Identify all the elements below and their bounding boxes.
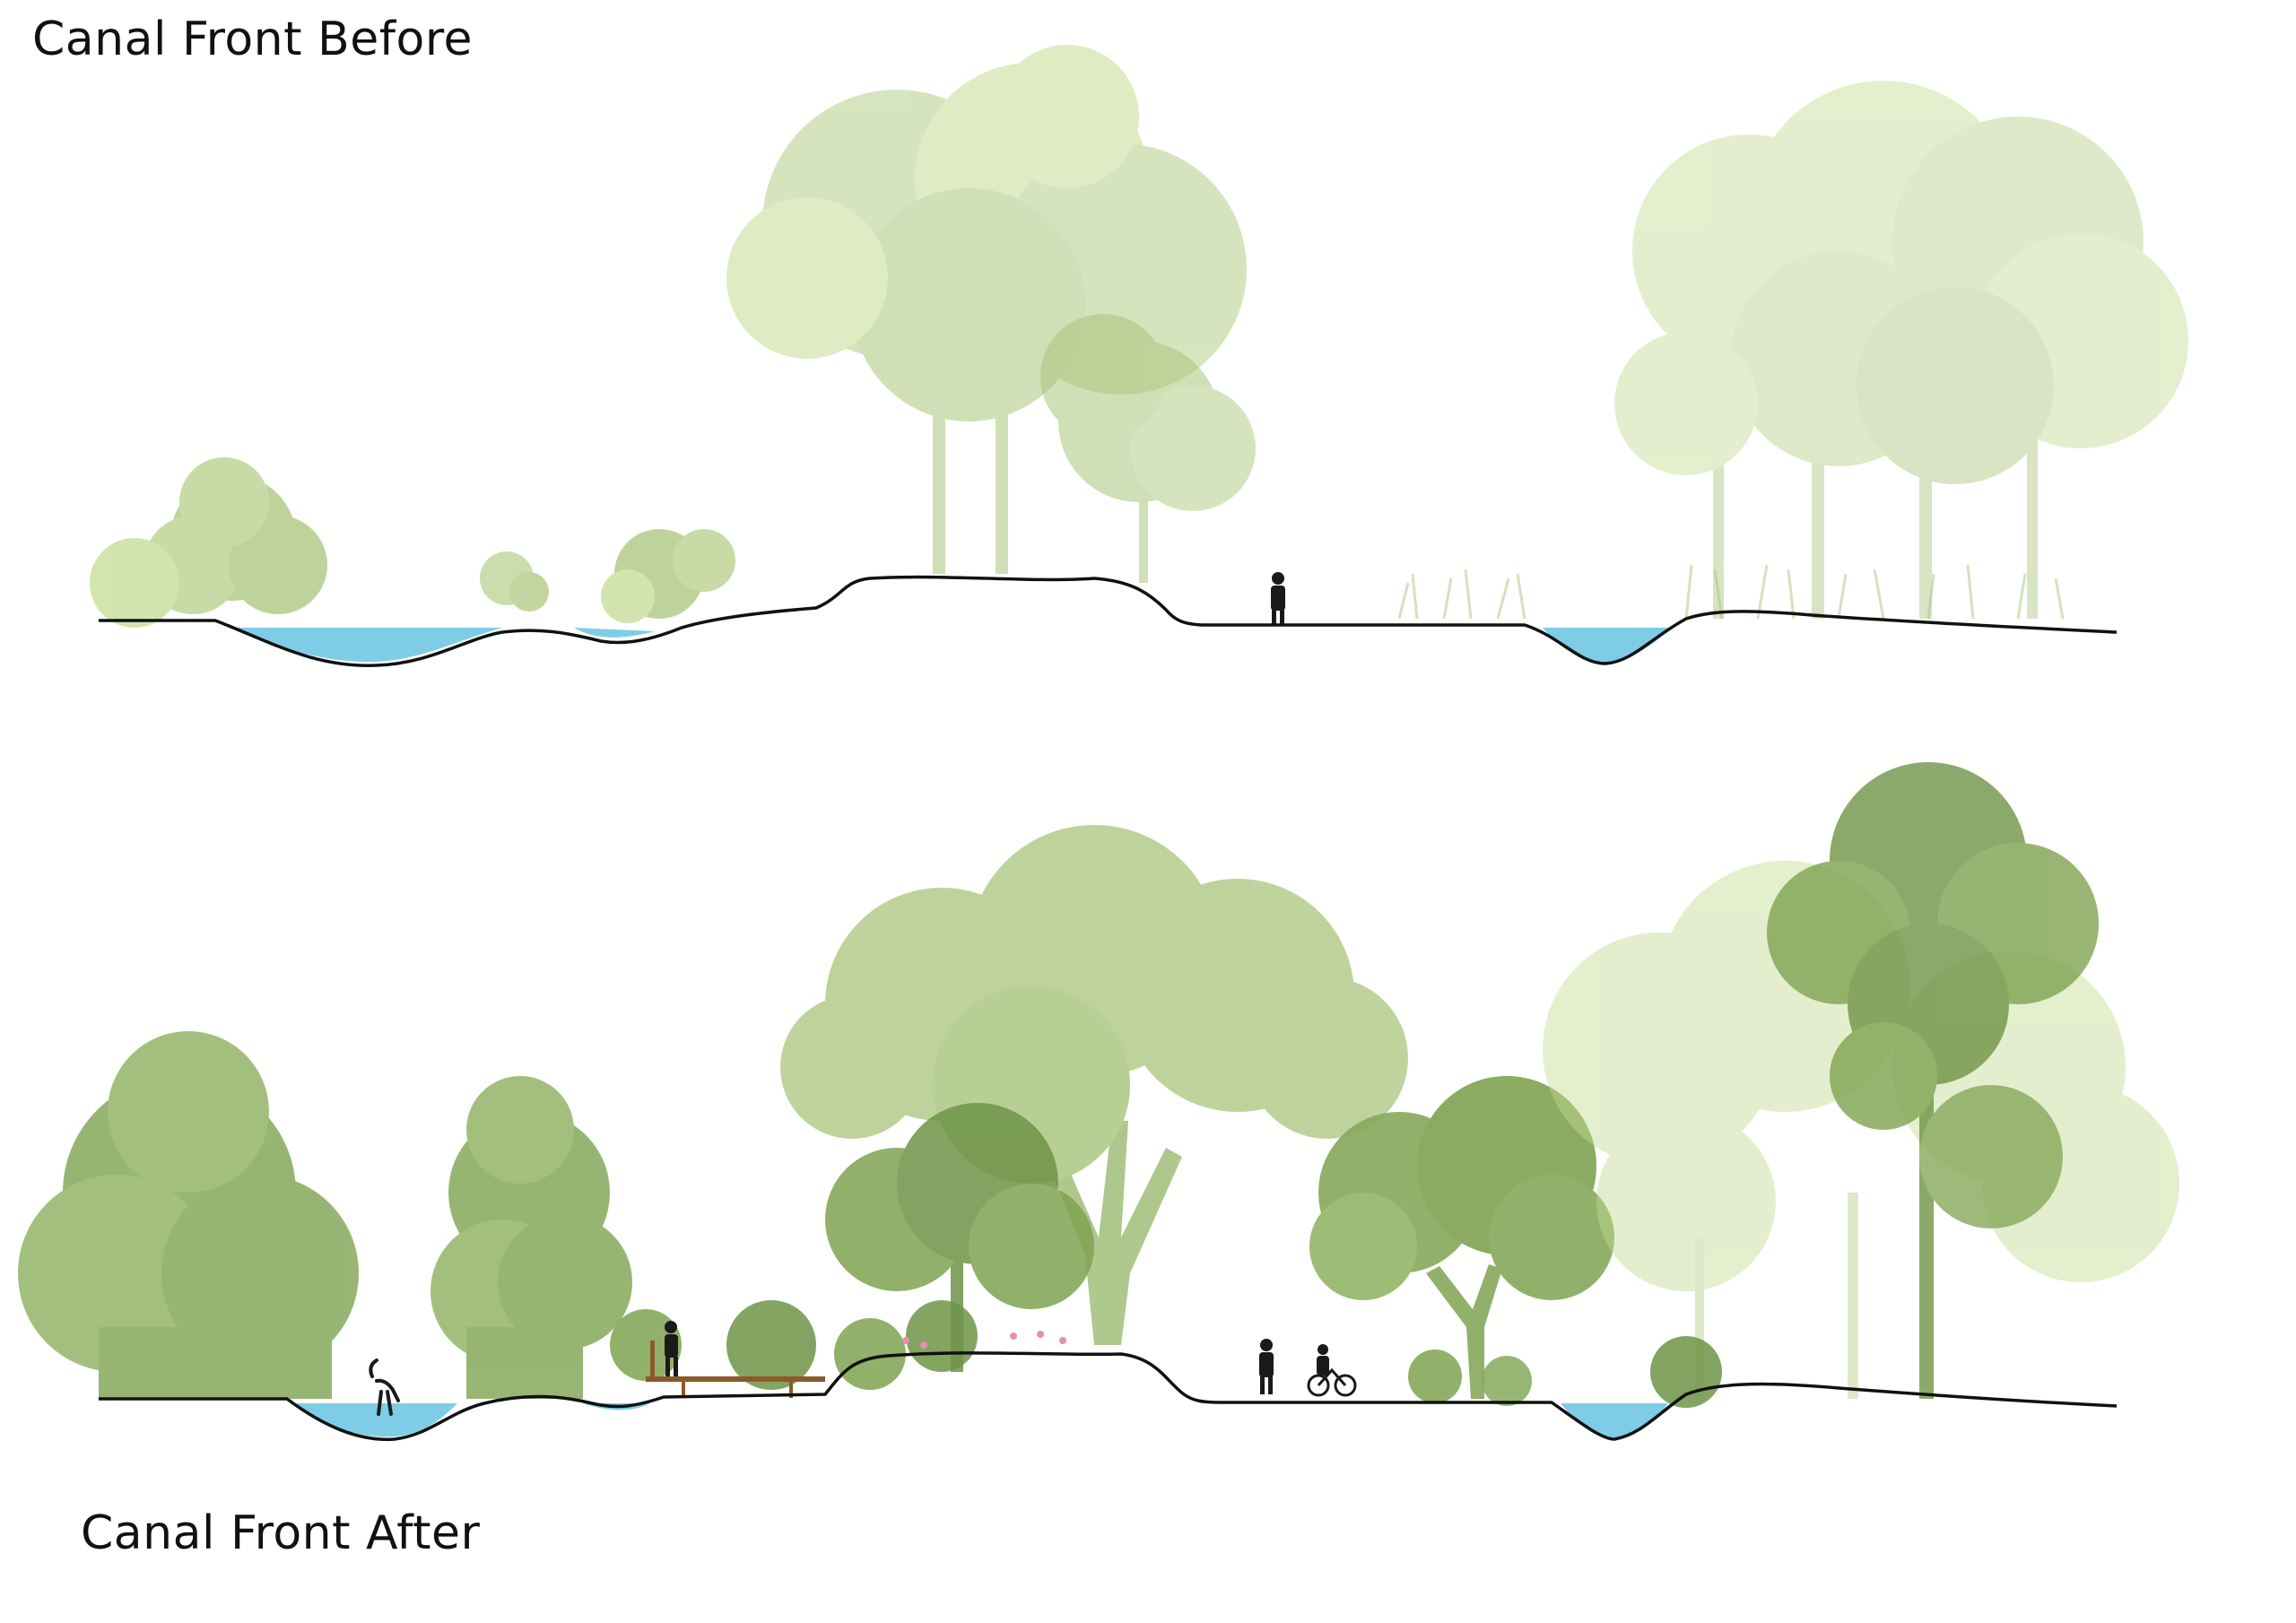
cyclist-silhouette-icon: [1307, 1344, 1357, 1397]
ground-profile-before: [99, 575, 2118, 667]
person-walking-icon: [1259, 1339, 1274, 1394]
tree-central-secondary: [1040, 314, 1256, 583]
tree-understory-central: [825, 1103, 1094, 1372]
section-after: [18, 762, 2179, 1442]
water-pool-right: [1543, 628, 1673, 664]
shrub-dense-mid: [430, 1076, 632, 1399]
shrub-group-left: [90, 457, 327, 628]
water-pool-left: [233, 628, 502, 663]
title-canal-front-before: Canal Front Before: [32, 13, 474, 66]
boardwalk-deck: [646, 1341, 825, 1398]
ground-profile-after: [99, 1351, 2118, 1442]
person-silhouette-icon: [1271, 572, 1285, 626]
water-pool-mid: [574, 628, 655, 638]
title-canal-front-after: Canal Front After: [81, 1506, 481, 1560]
tree-cluster-right: [1614, 81, 2188, 619]
grass-band-right: [1397, 564, 2065, 620]
tree-mid-right: [1309, 1076, 1614, 1399]
tree-central-large: [726, 45, 1247, 574]
shrub-small-2: [601, 529, 735, 623]
water-pool-left-after: [296, 1403, 457, 1437]
shrub-dense-left: [18, 1031, 359, 1399]
shrub-small-1: [480, 551, 549, 612]
flower-accents: [902, 1331, 1066, 1349]
fisher-silhouette-icon: [665, 1321, 678, 1376]
shrub-low-right: [1408, 1336, 1722, 1408]
tree-tall-right: [1767, 762, 2099, 1399]
section-before: [90, 45, 2188, 667]
heron-silhouette-icon: [369, 1358, 400, 1416]
